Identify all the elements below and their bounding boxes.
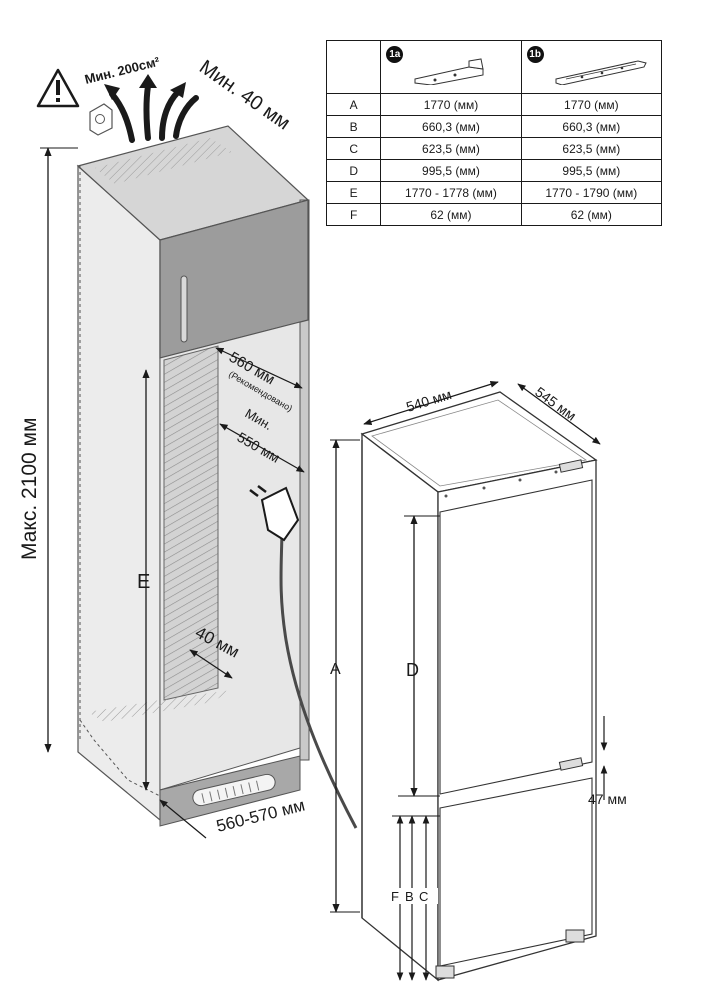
- mounting-bracket-1a-icon: [414, 58, 484, 85]
- cabinet-niche: [76, 125, 310, 827]
- value-1b: 62 (мм): [520, 203, 663, 226]
- table-row: F 62 (мм) 62 (мм): [325, 203, 663, 226]
- value-1b: 995,5 (мм): [520, 159, 663, 182]
- value-1a: 623,5 (мм): [380, 137, 522, 160]
- value-1a: 1770 - 1778 (мм): [380, 181, 522, 204]
- dim-f-label: F: [391, 889, 399, 904]
- mounting-rail-1b-icon: [555, 60, 647, 85]
- table-header-row: 1a 1b: [325, 40, 663, 94]
- variant-badge: 1b: [526, 46, 544, 63]
- value-1b: 660,3 (мм): [520, 115, 663, 138]
- row-key: F: [325, 203, 382, 226]
- dim-d-label: D: [406, 660, 419, 680]
- dim-e-label: E: [137, 571, 150, 593]
- value-1b: 1770 - 1790 (мм): [520, 181, 663, 204]
- depth-545-label: 545 мм: [532, 383, 579, 423]
- value-1a: 1770 (мм): [380, 93, 522, 116]
- row-key: B: [325, 115, 382, 138]
- value-1b: 1770 (мм): [520, 93, 663, 116]
- value-1a: 62 (мм): [380, 203, 522, 226]
- min-vent-gap-label: Мин. 40 мм: [195, 56, 294, 134]
- fridge-appliance: [360, 391, 598, 982]
- power-cord-plug: [249, 485, 358, 829]
- max-height-label: Макс. 2100 мм: [18, 418, 41, 560]
- warning-triangle-icon: [36, 68, 80, 108]
- table-row: D 995,5 (мм) 995,5 (мм): [325, 159, 663, 182]
- dim-a-label: A: [330, 661, 341, 678]
- table-row: A 1770 (мм) 1770 (мм): [325, 93, 663, 116]
- dimension-table: 1a 1b A 1770 (мм) 1770 (мм) B 660,3 (мм)…: [325, 40, 663, 226]
- dim-c-label: C: [419, 889, 428, 904]
- table-corner-cell: [325, 40, 382, 94]
- variant-badge: 1a: [386, 46, 404, 63]
- value-1a: 995,5 (мм): [380, 159, 522, 182]
- dim-b-label: B: [405, 889, 414, 904]
- gap-47-label: 47 мм: [588, 791, 627, 807]
- table-row: E 1770 - 1778 (мм) 1770 - 1790 (мм): [325, 181, 663, 204]
- variant-1b-header: 1b: [520, 40, 663, 94]
- table-row: B 660,3 (мм) 660,3 (мм): [325, 115, 663, 138]
- row-key: E: [325, 181, 382, 204]
- airflow-arrows-icon: [104, 74, 199, 143]
- door-handle: [180, 275, 188, 343]
- row-key: A: [325, 93, 382, 116]
- row-key: D: [325, 159, 382, 182]
- value-1b: 623,5 (мм): [520, 137, 663, 160]
- power-outlet-icon: [89, 103, 113, 136]
- variant-1a-header: 1a: [380, 40, 522, 94]
- row-key: C: [325, 137, 382, 160]
- table-row: C 623,5 (мм) 623,5 (мм): [325, 137, 663, 160]
- value-1a: 660,3 (мм): [380, 115, 522, 138]
